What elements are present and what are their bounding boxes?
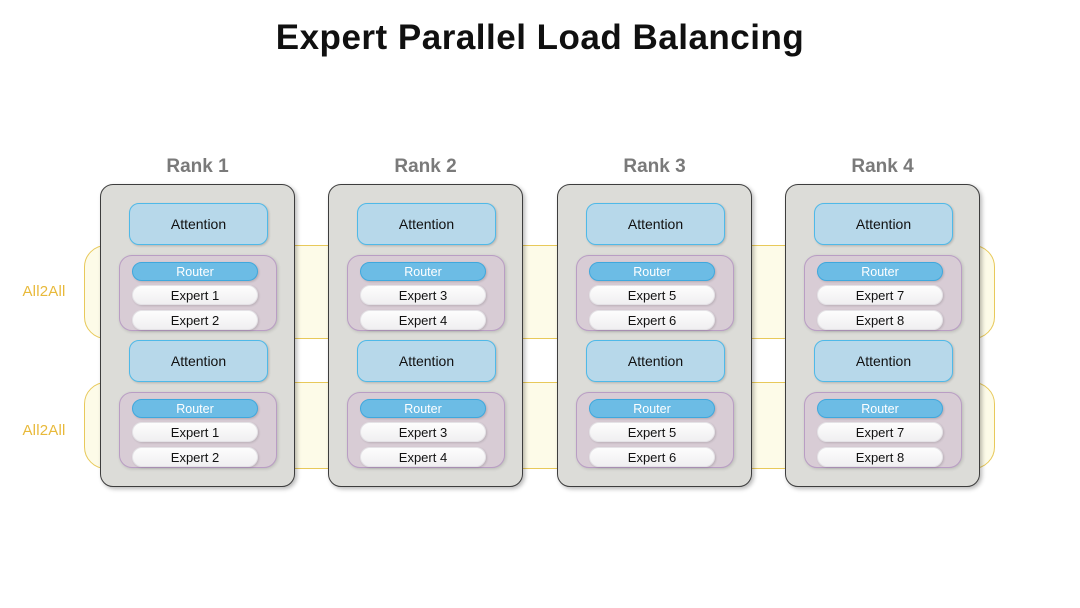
moe-block: Router Expert 3 Expert 4: [347, 392, 505, 468]
router-block: Router: [360, 399, 486, 418]
attention-block: Attention: [357, 203, 496, 245]
router-block: Router: [817, 262, 943, 281]
expert-block: Expert 6: [589, 447, 715, 467]
expert-block: Expert 5: [589, 285, 715, 305]
moe-block: Router Expert 1 Expert 2: [119, 255, 277, 331]
attention-block: Attention: [586, 340, 725, 382]
router-block: Router: [132, 399, 258, 418]
expert-block: Expert 7: [817, 422, 943, 442]
expert-block: Expert 1: [132, 285, 258, 305]
attention-block: Attention: [814, 203, 953, 245]
rank-layer-stack-2: Attention Router Expert 3 Expert 4 Atten…: [328, 184, 523, 487]
moe-block: Router Expert 3 Expert 4: [347, 255, 505, 331]
attention-block: Attention: [586, 203, 725, 245]
rank-column-2: Rank 2 Attention Router Expert 3 Expert …: [328, 156, 523, 487]
expert-block: Expert 7: [817, 285, 943, 305]
attention-block: Attention: [357, 340, 496, 382]
router-block: Router: [817, 399, 943, 418]
attention-block: Attention: [129, 203, 268, 245]
expert-block: Expert 8: [817, 447, 943, 467]
rank-label-3: Rank 3: [623, 156, 686, 177]
moe-block: Router Expert 5 Expert 6: [576, 255, 734, 331]
attention-block: Attention: [129, 340, 268, 382]
rank-layer-stack-4: Attention Router Expert 7 Expert 8 Atten…: [785, 184, 980, 487]
rank-label-1: Rank 1: [166, 156, 229, 177]
expert-block: Expert 2: [132, 310, 258, 330]
moe-block: Router Expert 7 Expert 8: [804, 255, 962, 331]
moe-block: Router Expert 1 Expert 2: [119, 392, 277, 468]
expert-block: Expert 2: [132, 447, 258, 467]
attention-block: Attention: [814, 340, 953, 382]
rank-layer-stack-3: Attention Router Expert 5 Expert 6 Atten…: [557, 184, 752, 487]
rank-column-4: Rank 4 Attention Router Expert 7 Expert …: [785, 156, 980, 487]
all2all-label-layer-2: All2All: [22, 422, 66, 439]
expert-block: Expert 4: [360, 310, 486, 330]
all2all-label-layer-1: All2All: [22, 283, 66, 300]
rank-label-4: Rank 4: [851, 156, 914, 177]
expert-block: Expert 6: [589, 310, 715, 330]
moe-block: Router Expert 7 Expert 8: [804, 392, 962, 468]
rank-column-1: Rank 1 Attention Router Expert 1 Expert …: [100, 156, 295, 487]
moe-block: Router Expert 5 Expert 6: [576, 392, 734, 468]
router-block: Router: [589, 262, 715, 281]
router-block: Router: [360, 262, 486, 281]
router-block: Router: [132, 262, 258, 281]
router-block: Router: [589, 399, 715, 418]
rank-layer-stack-1: Attention Router Expert 1 Expert 2 Atten…: [100, 184, 295, 487]
expert-block: Expert 1: [132, 422, 258, 442]
rank-column-3: Rank 3 Attention Router Expert 5 Expert …: [557, 156, 752, 487]
expert-block: Expert 4: [360, 447, 486, 467]
expert-block: Expert 8: [817, 310, 943, 330]
expert-block: Expert 5: [589, 422, 715, 442]
rank-label-2: Rank 2: [394, 156, 457, 177]
expert-block: Expert 3: [360, 422, 486, 442]
expert-block: Expert 3: [360, 285, 486, 305]
page-title: Expert Parallel Load Balancing: [275, 18, 805, 57]
